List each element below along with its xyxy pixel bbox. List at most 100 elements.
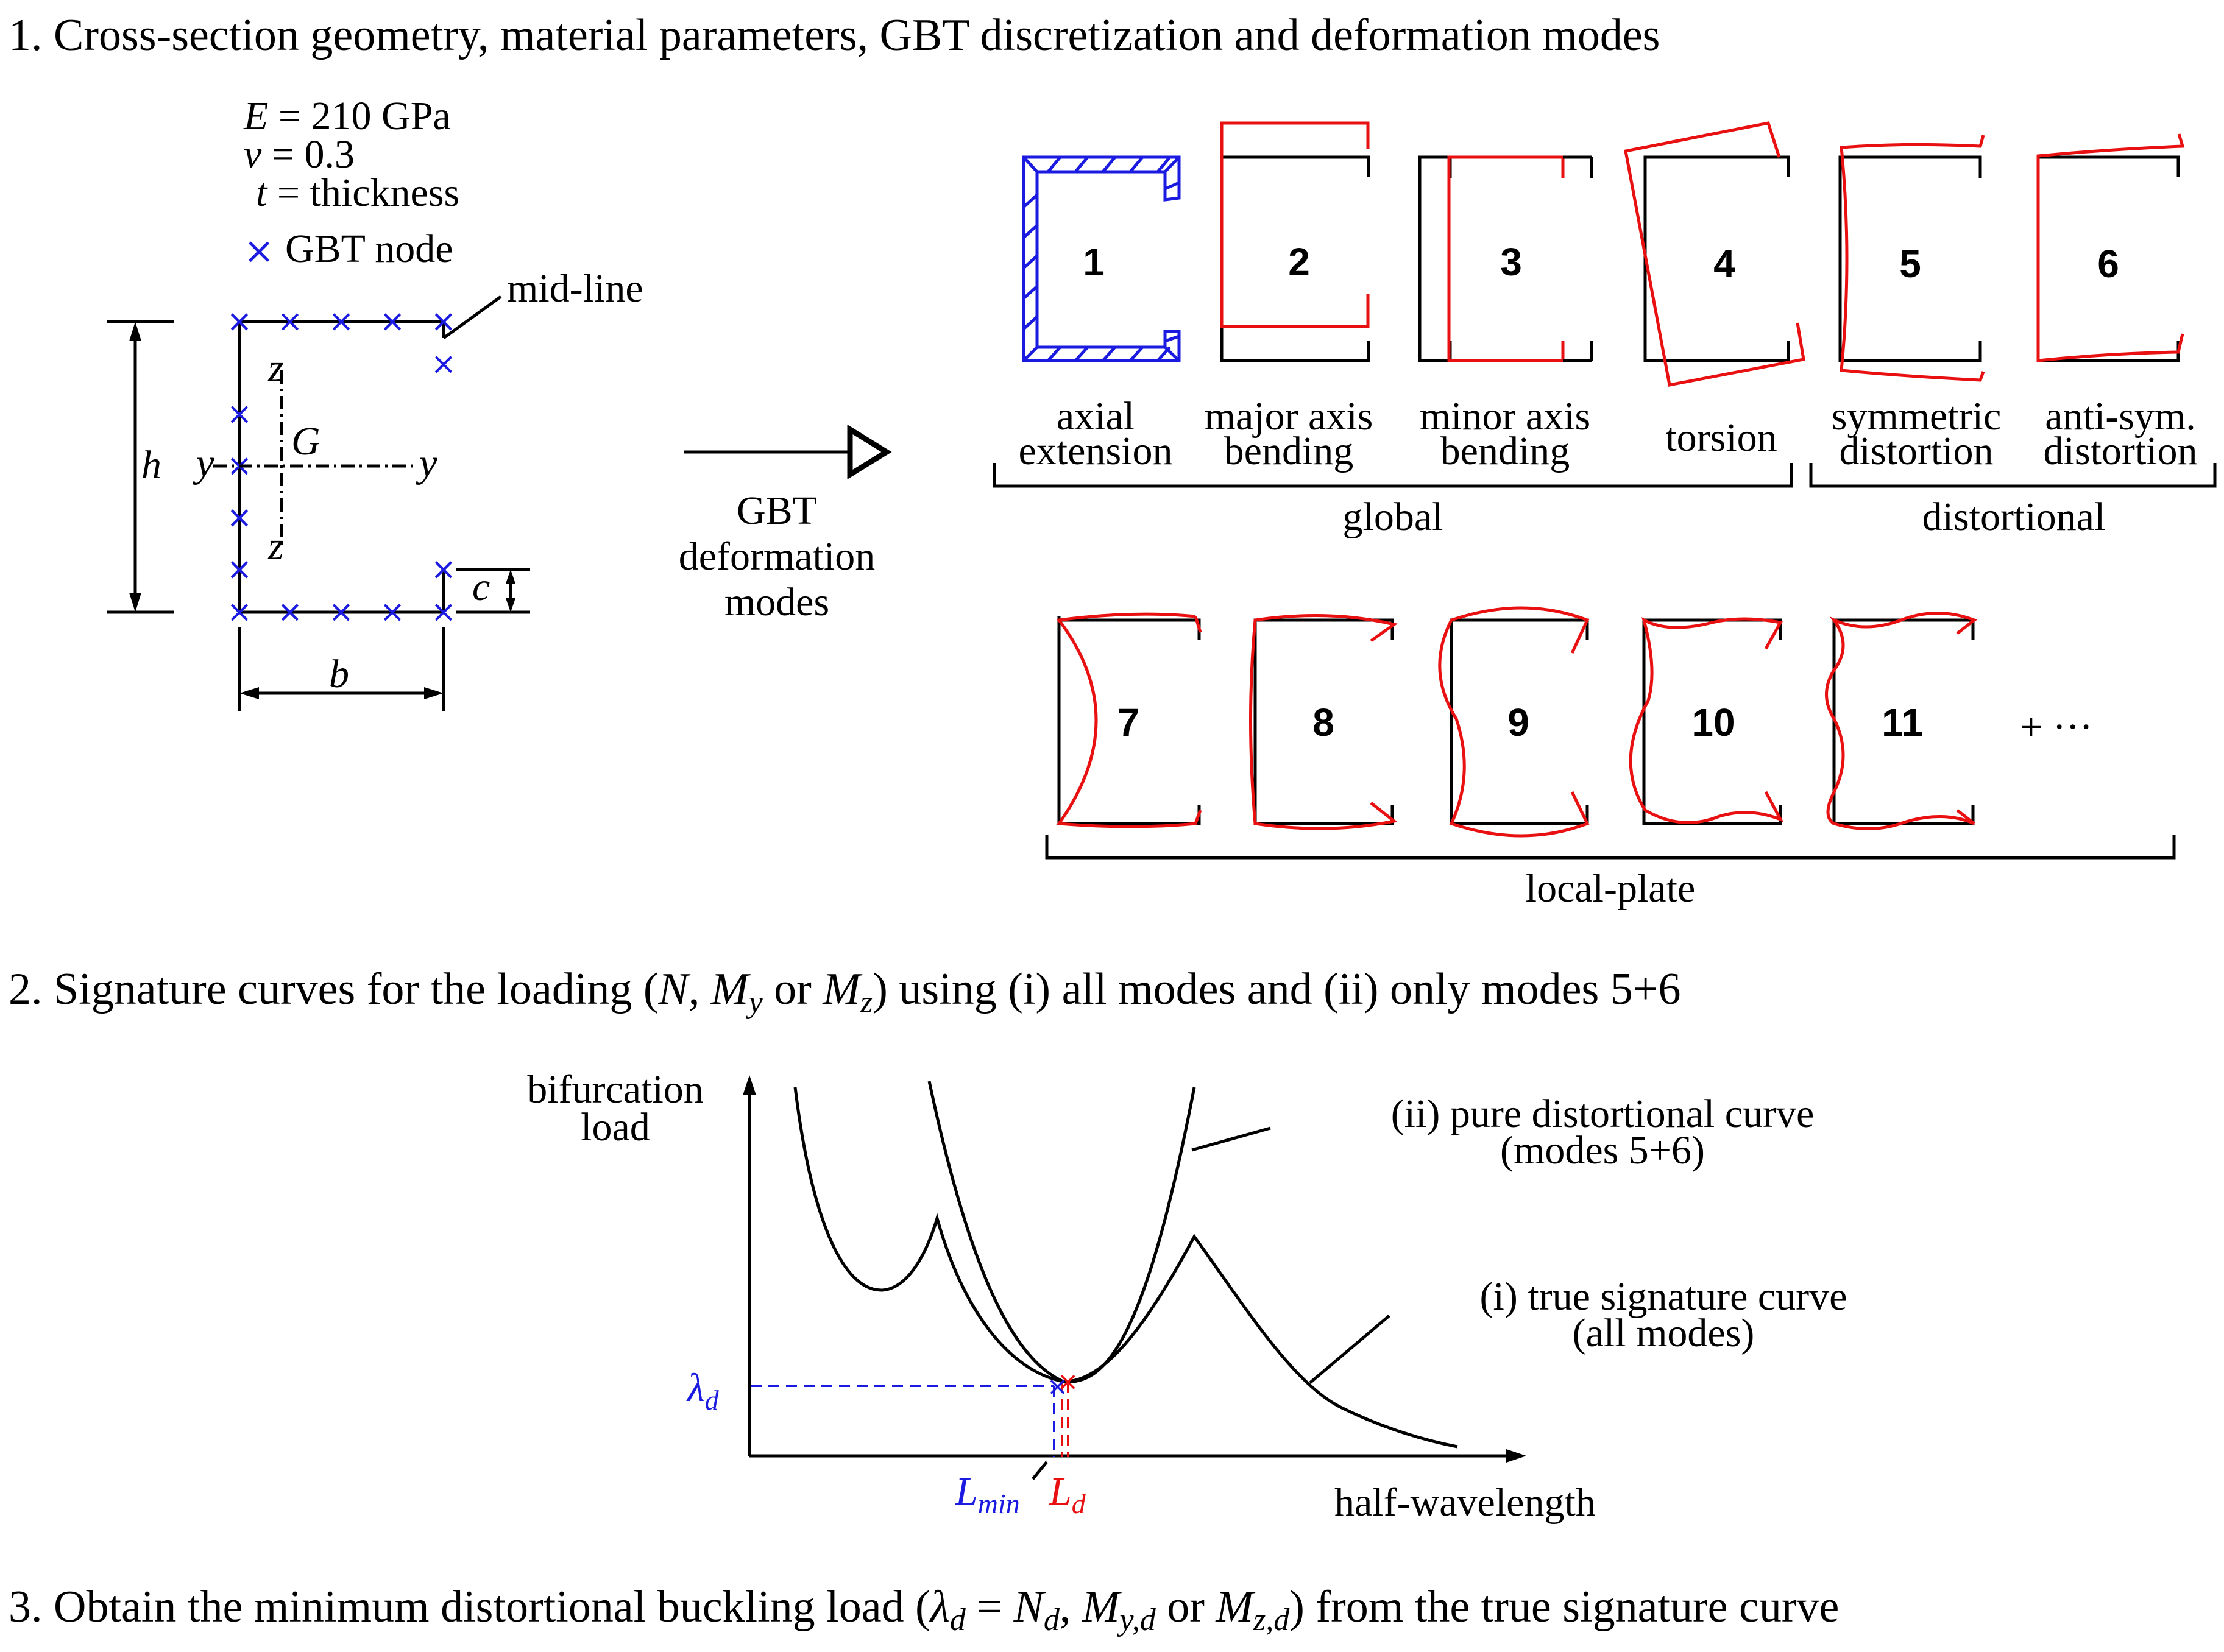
lambda-d-label: λd	[686, 1366, 720, 1416]
gbt-node-icon: ×	[328, 594, 354, 629]
mode-2-label-2: bending	[1224, 429, 1354, 473]
gbt-node-icon: ×	[277, 594, 303, 629]
gbt-node-icon: ×	[227, 594, 252, 629]
Lmin-leader	[1032, 1461, 1048, 1480]
gbt-node-icon: ×	[380, 594, 405, 629]
hatch-mark	[1047, 346, 1061, 362]
global-group-label: global	[1343, 495, 1443, 539]
y-axis-arrow	[743, 1075, 756, 1095]
mode-5-shape	[1838, 135, 1985, 382]
x-axis-arrow	[1506, 1449, 1526, 1463]
gbt-node-icon: ×	[380, 303, 405, 339]
mode-7-shape	[1056, 612, 1202, 828]
arrow-label-3: modes	[724, 580, 829, 624]
hatch-mark	[1164, 334, 1180, 343]
mode-11-number: 11	[1882, 701, 1923, 744]
hatch-mark	[1022, 316, 1038, 330]
mode-1-label-1: axial	[1057, 394, 1135, 439]
hatch-mark	[1022, 224, 1038, 239]
mode-3-number: 3	[1500, 240, 1522, 284]
c-arrow-bottom	[506, 598, 515, 612]
z-label-bottom: z	[267, 524, 284, 568]
mode-9-number: 9	[1507, 701, 1529, 744]
centroid-label: G	[291, 419, 320, 464]
series-i-label-1: (i) true signature curve	[1480, 1274, 1847, 1319]
hatch-mark	[1022, 285, 1038, 300]
hatch-mark	[1102, 156, 1116, 173]
arrow-label-2: deformation	[679, 534, 876, 579]
Lmin-marker-icon: ×	[1047, 1371, 1068, 1401]
gbt-nodes: ××××××××××××××××	[227, 303, 456, 629]
gbt-node-icon: ×	[431, 551, 456, 587]
mode-10-number: 10	[1691, 701, 1735, 744]
local-group-label: local-plate	[1526, 866, 1696, 911]
mode-5-label-2: distortion	[1839, 429, 1993, 473]
mode-6-label-2: distortion	[2043, 429, 2197, 473]
gbt-node-icon: ×	[328, 303, 354, 339]
step2-heading: 2. Signature curves for the loading (N, …	[9, 964, 1680, 1020]
Ld-label: Ld	[1049, 1469, 1086, 1519]
mode-2-number: 2	[1288, 240, 1310, 284]
mode-5-label-1: symmetric	[1832, 394, 2002, 439]
gbt-node-icon: ×	[277, 303, 303, 339]
t-param: t = thickness	[256, 171, 459, 215]
mode-8-shape	[1249, 613, 1398, 830]
mode-2-label-1: major axis	[1205, 394, 1373, 439]
signature-chart: bifurcation load half-wavelength (ii) pu…	[527, 1067, 1847, 1525]
arrow-label-1: GBT	[737, 489, 817, 533]
mode-3-label-1: minor axis	[1420, 394, 1590, 439]
z-label-top: z	[267, 346, 284, 390]
b-arrow-left	[239, 687, 259, 699]
gbt-node-icon: ×	[227, 303, 252, 339]
mode-4-shape	[1624, 121, 1805, 387]
mode-6-number: 6	[2097, 242, 2119, 286]
hatch-mark	[1156, 156, 1171, 173]
y-axis-label-2: load	[581, 1105, 650, 1149]
hatch-mark	[1074, 156, 1089, 173]
hatch-mark	[1047, 156, 1061, 173]
hatch-mark	[1129, 346, 1144, 362]
h-label: h	[141, 443, 161, 487]
mode-6-shape	[2036, 133, 2185, 362]
series-pure-distortional-curve	[927, 1081, 1196, 1383]
hatch-mark	[1074, 346, 1089, 362]
mode-4-label-1: torsion	[1665, 415, 1777, 460]
hatch-mark	[1164, 181, 1180, 191]
gbt-node-icon: ×	[227, 551, 252, 587]
y-label-right: y	[416, 441, 437, 485]
b-label: b	[329, 652, 349, 696]
midline-label: mid-line	[507, 266, 643, 311]
hatch-mark	[1102, 346, 1116, 362]
mode-11-shape	[1825, 612, 1978, 831]
y-label-left: y	[193, 441, 214, 485]
mode-1-shape	[1022, 155, 1181, 362]
c-label: c	[472, 565, 490, 609]
hatch-mark	[1022, 255, 1038, 269]
step1-heading: 1. Cross-section geometry, material para…	[9, 10, 1660, 60]
gbt-node-icon: ×	[227, 499, 252, 535]
mode-1-label-2: extension	[1019, 429, 1173, 473]
c-arrow-top	[506, 570, 515, 584]
mode-1-number: 1	[1083, 240, 1105, 284]
step3-heading: 3. Obtain the minimum distortional buckl…	[9, 1582, 1839, 1637]
mode-3-label-2: bending	[1440, 429, 1570, 473]
gbt-node-icon: ×	[431, 346, 456, 381]
series-ii-label-1: (ii) pure distortional curve	[1391, 1092, 1815, 1136]
local-bracket: local-plate	[1045, 835, 2176, 911]
gbt-node-icon: ×	[431, 594, 456, 629]
distortional-group-label: distortional	[1922, 495, 2106, 539]
mode-6-label-1: anti-sym.	[2045, 394, 2195, 439]
mode-4-number: 4	[1713, 242, 1735, 286]
gbt-arrow: GBT deformation modes	[679, 424, 892, 624]
mode-7-number: 7	[1117, 701, 1139, 744]
Lmin-label: Lmin	[955, 1469, 1020, 1519]
material-parameters: E = 210 GPa ν = 0.3 t = thickness × GBT …	[243, 94, 459, 272]
node-legend-label: GBT node	[285, 227, 453, 271]
global-bracket: global	[993, 463, 1793, 539]
h-arrow-top	[129, 322, 141, 341]
b-arrow-right	[424, 687, 444, 699]
mode-9-shape	[1438, 606, 1590, 838]
